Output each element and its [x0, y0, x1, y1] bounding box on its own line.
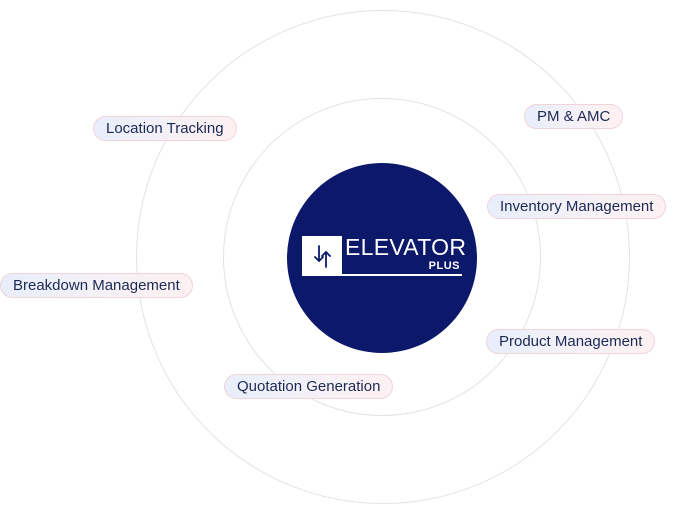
elevator-arrows-icon	[302, 236, 342, 276]
outer-orbit-ring	[136, 10, 630, 504]
feature-quotation-generation: Quotation Generation	[224, 374, 394, 399]
feature-product-management: Product Management	[486, 329, 656, 354]
elevator-plus-logo: ELEVATOR PLUS	[302, 234, 467, 278]
logo-subtitle: PLUS	[428, 260, 460, 272]
feature-pm-amc: PM & AMC	[524, 104, 624, 129]
feature-inventory-management: Inventory Management	[487, 194, 667, 219]
feature-breakdown-management: Breakdown Management	[0, 273, 193, 298]
inner-orbit-ring	[223, 98, 541, 416]
logo-wordmark: ELEVATOR	[345, 234, 467, 260]
logo-underline	[342, 274, 462, 276]
feature-location-tracking: Location Tracking	[93, 116, 237, 141]
